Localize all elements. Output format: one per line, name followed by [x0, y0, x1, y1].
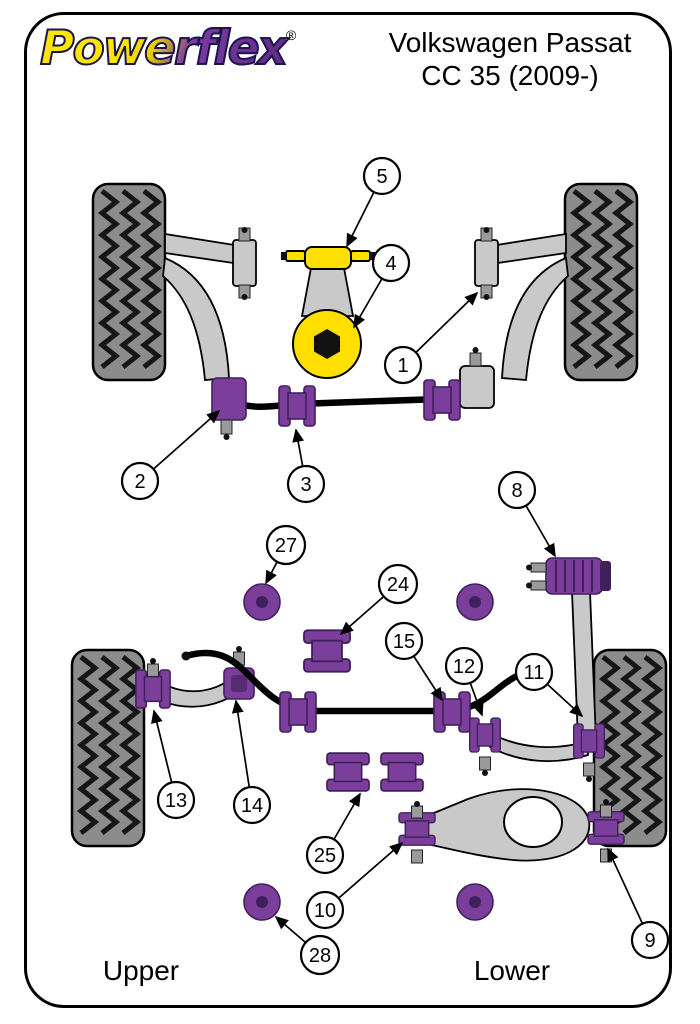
front-right-tire — [565, 184, 637, 380]
rear-arb-bushing-left — [279, 691, 317, 733]
callout-2-number: 2 — [134, 471, 145, 493]
callout-13-number: 13 — [165, 790, 187, 812]
callout-28: 28 — [299, 934, 341, 976]
callout-13: 13 — [156, 780, 196, 820]
callout-15-number: 15 — [393, 631, 415, 653]
callout-28-number: 28 — [309, 945, 331, 967]
callout-10: 10 — [305, 890, 345, 930]
callout-12-number: 12 — [453, 656, 475, 678]
callout-1-number: 1 — [397, 355, 408, 377]
bushing-28-disc-right — [456, 883, 494, 921]
bushing-25-spool-b — [380, 752, 424, 792]
front-right-arb-bracket — [459, 347, 495, 409]
bushing-24-spool — [303, 629, 351, 673]
vehicle-title: Volkswagen Passat CC 35 (2009-) — [348, 26, 672, 92]
bushing-15-arb — [433, 691, 471, 733]
callout-9-number: 9 — [644, 930, 655, 952]
bushing-8-upper-mount — [526, 557, 611, 741]
callout-11: 11 — [514, 652, 554, 692]
bushing-28-disc-left — [243, 883, 281, 921]
callout-1: 1 — [383, 345, 423, 385]
front-left-tire — [93, 184, 165, 380]
callout-bubbles: 5 4 1 2 3 8 27 24 15 12 11 13 14 25 10 2… — [120, 156, 670, 976]
callout-14-number: 14 — [241, 795, 263, 817]
callout-11-number: 11 — [524, 662, 545, 684]
powerflex-logo-text: Powerflex — [39, 20, 289, 77]
bushing-3-arb-left — [278, 385, 316, 427]
callout-8: 8 — [497, 470, 537, 510]
vehicle-title-line2: CC 35 (2009-) — [421, 60, 599, 92]
bushing-25-spool-a — [326, 752, 370, 792]
front-left-control-arm — [162, 227, 257, 381]
registered-trademark-icon: ® — [285, 27, 297, 43]
bushing-27-disc-left — [243, 583, 281, 621]
rear-lateral-arm — [489, 731, 589, 762]
label-upper: Upper — [103, 955, 179, 986]
callout-24: 24 — [377, 563, 419, 605]
callout-4: 4 — [371, 243, 411, 283]
callout-15: 15 — [384, 621, 424, 661]
callout-12: 12 — [444, 646, 484, 686]
label-lower: Lower — [474, 955, 550, 986]
callout-5-number: 5 — [376, 166, 387, 188]
callout-25: 25 — [305, 835, 345, 875]
callout-9: 9 — [630, 920, 670, 960]
bushing-3-arb-right — [423, 379, 461, 421]
callout-10-number: 10 — [314, 900, 336, 922]
engine-torque-mount — [281, 246, 375, 379]
callout-24-number: 24 — [387, 574, 409, 596]
callout-3: 3 — [286, 464, 326, 504]
bushing-2-arb-end-block — [211, 377, 247, 440]
front-right-control-arm — [474, 227, 569, 381]
bushing-12-lateral-inner — [469, 717, 501, 753]
diagram-frame — [24, 12, 672, 1008]
callout-27: 27 — [265, 524, 307, 566]
hex-nut-icon — [314, 329, 340, 359]
rear-left-tire — [72, 650, 144, 846]
callout-8-number: 8 — [511, 480, 522, 502]
powerflex-logo: Powerflex® — [39, 20, 297, 78]
callout-2: 2 — [120, 461, 160, 501]
callout-27-number: 27 — [275, 535, 297, 557]
vehicle-title-line1: Volkswagen Passat — [388, 27, 632, 58]
callout-14: 14 — [232, 785, 272, 825]
callout-4-number: 4 — [385, 253, 396, 275]
callout-25-number: 25 — [314, 845, 336, 867]
callout-5: 5 — [362, 156, 402, 196]
callout-3-number: 3 — [300, 474, 311, 496]
bushing-27-disc-right — [456, 583, 494, 621]
rear-trailing-arm-plate — [410, 788, 591, 862]
